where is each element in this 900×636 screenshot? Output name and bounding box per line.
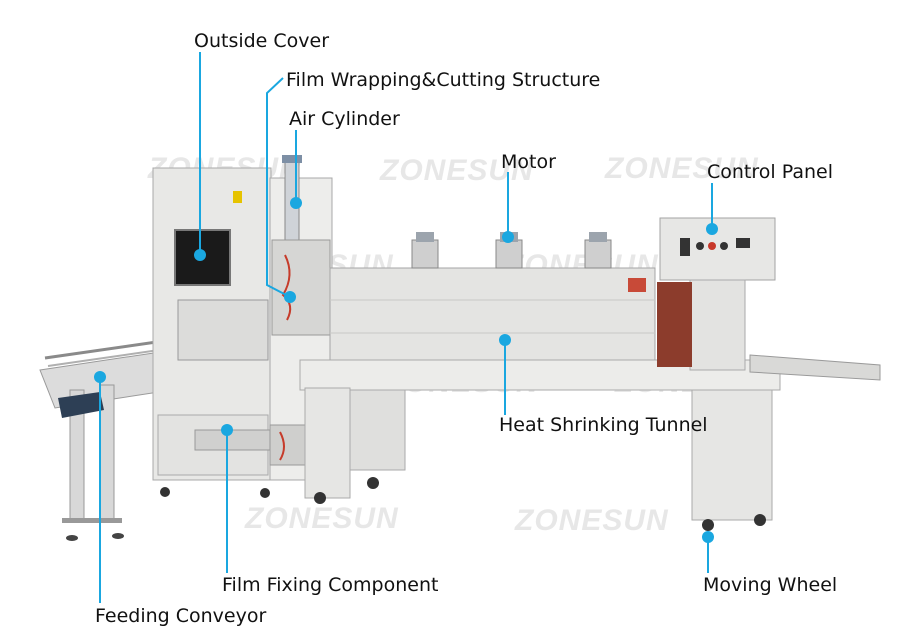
callout-dot-feeding-conveyor bbox=[94, 371, 106, 383]
watermark: ZONESUN bbox=[604, 152, 759, 185]
callout-dot-moving-wheel bbox=[702, 531, 714, 543]
label-feeding-conveyor: Feeding Conveyor bbox=[95, 605, 267, 627]
callout-dot-control-panel bbox=[706, 223, 718, 235]
callout-dots bbox=[94, 197, 718, 543]
callout-dot-outside-cover bbox=[194, 249, 206, 261]
label-outside-cover: Outside Cover bbox=[194, 30, 330, 52]
watermark: ZONESUN bbox=[514, 504, 669, 537]
callout-dot-air-cylinder bbox=[290, 197, 302, 209]
watermark: ZONESUN bbox=[244, 502, 399, 535]
callout-dot-motor bbox=[502, 231, 514, 243]
callout-dot-film-fixing bbox=[221, 424, 233, 436]
label-air-cylinder: Air Cylinder bbox=[289, 108, 400, 130]
label-motor: Motor bbox=[501, 151, 556, 173]
control-panel-unit bbox=[657, 217, 881, 531]
callout-lines bbox=[99, 52, 713, 603]
callout-dot-film-wrapping bbox=[284, 291, 296, 303]
label-heat-tunnel: Heat Shrinking Tunnel bbox=[499, 414, 708, 436]
label-film-fixing: Film Fixing Component bbox=[222, 574, 439, 596]
label-control-panel: Control Panel bbox=[707, 161, 833, 183]
label-film-wrapping: Film Wrapping&Cutting Structure bbox=[286, 69, 601, 91]
film-wrapping-housing bbox=[152, 155, 333, 498]
callout-line-film-wrapping bbox=[266, 77, 291, 298]
callout-dot-heat-tunnel bbox=[499, 334, 511, 346]
label-moving-wheel: Moving Wheel bbox=[703, 574, 838, 596]
